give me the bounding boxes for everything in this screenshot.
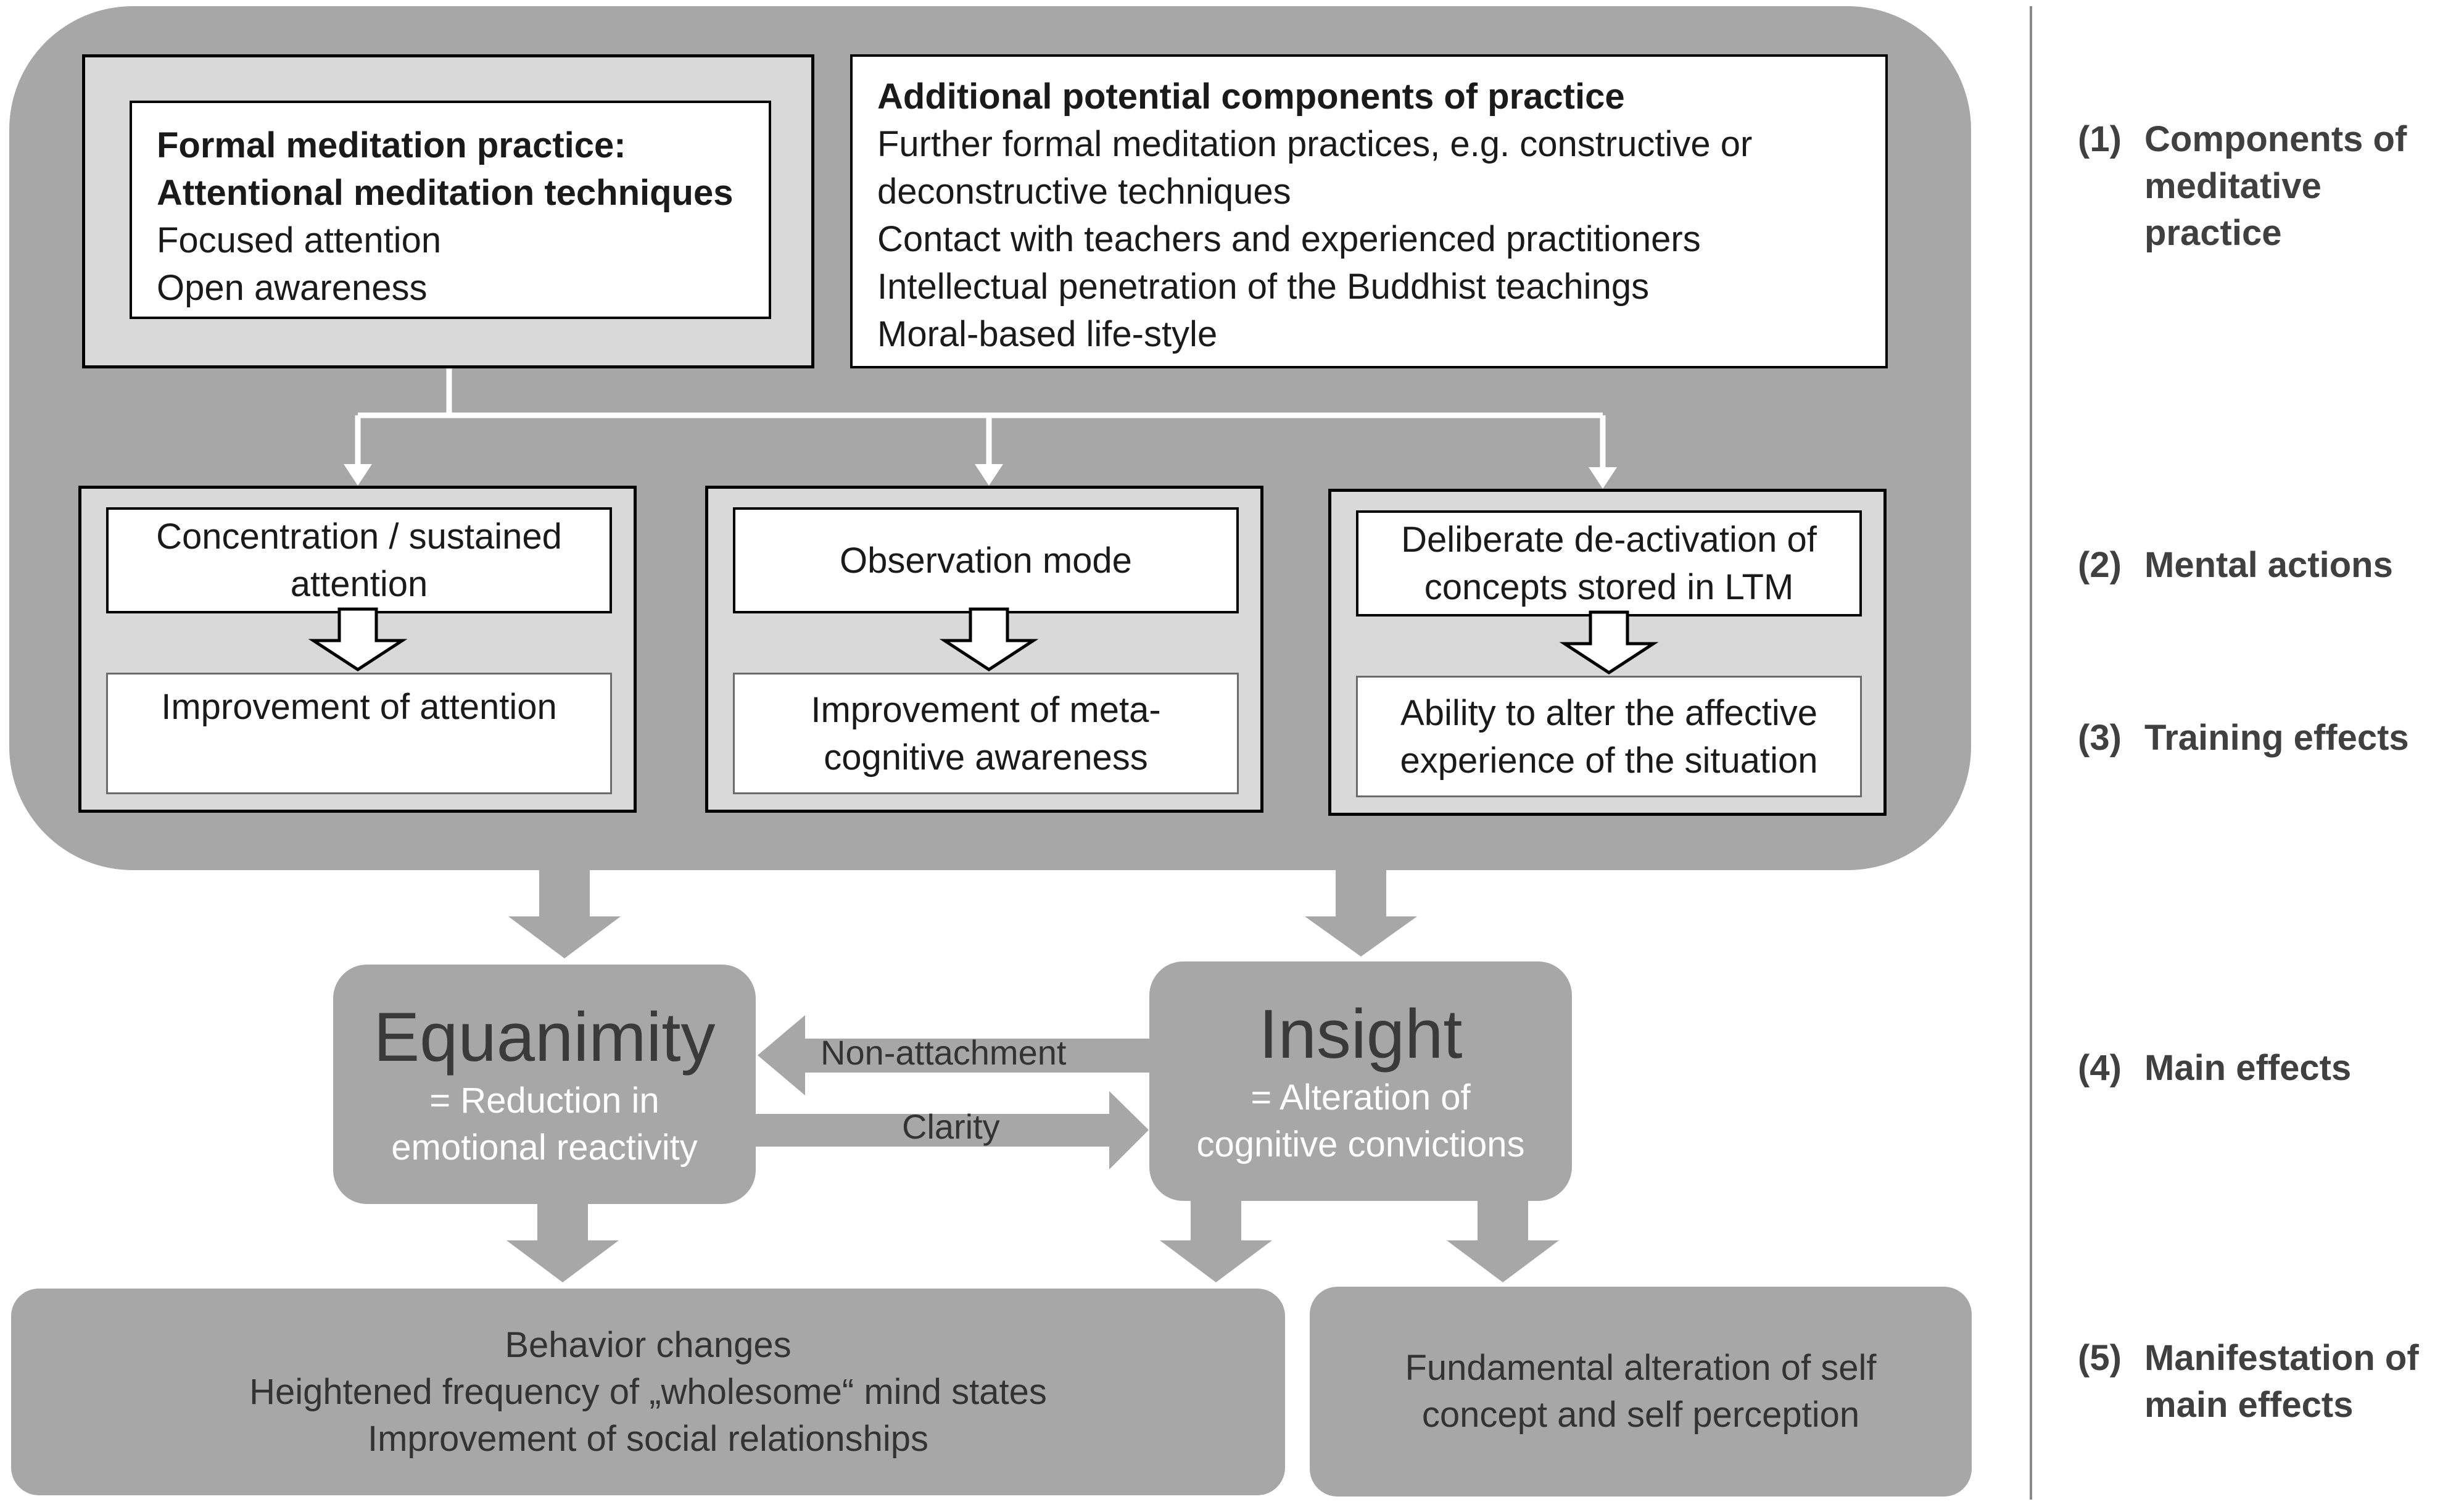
level-3-number: (3) [2078, 718, 2122, 758]
down-arrow-icon [1305, 869, 1417, 957]
non-attachment-label: Non-attachment [821, 1033, 1067, 1072]
mental-action-line: concepts stored in LTM [1424, 567, 1794, 607]
mental-action-line: Concentration / sustained [156, 517, 562, 557]
behavior-changes-box: Behavior changes Heightened frequency of… [11, 1289, 1285, 1495]
level-1-label: Components of meditative practice [2144, 116, 2464, 257]
mental-action-line: Observation mode [840, 540, 1132, 581]
training-effect-box: Improvement of meta- cognitive awareness [733, 673, 1239, 794]
down-arrow-icon [506, 1203, 619, 1282]
equanimity-box: Equanimity = Reduction in emotional reac… [333, 965, 756, 1204]
equanimity-subtitle-line2: emotional reactivity [391, 1127, 698, 1168]
clarity-label: Clarity [902, 1107, 1000, 1146]
level-5-label: Manifestation of main effects [2144, 1335, 2419, 1429]
down-arrow-icon [344, 464, 372, 486]
level-4-label: Main effects [2144, 1048, 2352, 1088]
insight-subtitle-line2: cognitive convictions [1196, 1124, 1525, 1164]
down-arrow-icon [1160, 1201, 1272, 1282]
formal-practice-title-line2: Attentional meditation techniques [157, 173, 734, 213]
training-effect-line: Improvement of meta- [811, 689, 1161, 730]
manifestation-line: Fundamental alteration of self [1405, 1348, 1877, 1388]
self-concept-box: Fundamental alteration of self concept a… [1310, 1287, 1972, 1497]
column-frame-observation: Observation mode Improvement of meta- co… [705, 486, 1263, 813]
formal-practice-item: Focused attention [157, 220, 442, 260]
level-5-number: (5) [2078, 1338, 2122, 1378]
level-2-number: (2) [2078, 545, 2122, 585]
clarity-arrow [756, 1091, 1149, 1169]
branch-connector [355, 368, 1606, 469]
training-effect-box: Ability to alter the affective experienc… [1356, 676, 1862, 797]
level-4-number: (4) [2078, 1048, 2122, 1088]
mental-action-box: Deliberate de-activation of concepts sto… [1356, 510, 1862, 616]
block-arrow-icon [939, 607, 1039, 671]
manifestation-line: Improvement of social relationships [367, 1418, 929, 1459]
manifestation-line: Behavior changes [505, 1324, 792, 1365]
level-label-line: Components of [2144, 119, 2407, 159]
mental-action-box: Concentration / sustained attention [106, 507, 612, 613]
levels-divider [2030, 6, 2032, 1500]
manifestation-line: Heightened frequency of „wholesome“ mind… [249, 1371, 1047, 1412]
equanimity-title: Equanimity [373, 998, 716, 1076]
non-attachment-arrow [758, 1015, 1149, 1095]
level-label-line: meditative practice [2144, 166, 2321, 253]
formal-practice-frame: Formal meditation practice: Attentional … [82, 54, 814, 368]
level-label-line: main effects [2144, 1385, 2354, 1425]
manifestation-line: concept and self perception [1421, 1395, 1860, 1435]
additional-component-item: deconstructive techniques [877, 172, 1291, 212]
level-label-line: Manifestation of [2144, 1338, 2419, 1378]
level-1-number: (1) [2078, 119, 2122, 159]
mental-action-box: Observation mode [733, 507, 1239, 613]
equanimity-subtitle-line1: = Reduction in [429, 1081, 659, 1121]
mental-action-line: Deliberate de-activation of [1401, 520, 1817, 560]
formal-practice-item: Open awareness [157, 268, 428, 308]
training-effect-line: experience of the situation [1400, 740, 1818, 781]
insight-subtitle-line1: = Alteration of [1251, 1077, 1471, 1118]
insight-box: Insight = Alteration of cognitive convic… [1149, 961, 1572, 1201]
training-effect-line: cognitive awareness [824, 737, 1148, 778]
block-arrow-icon [1559, 610, 1659, 675]
level-2-label: Mental actions [2144, 545, 2393, 585]
training-effect-box: Improvement of attention [106, 673, 612, 794]
formal-practice-title-line1: Formal meditation practice: [157, 125, 626, 165]
additional-component-item: Further formal meditation practices, e.g… [877, 124, 1753, 164]
block-arrow-icon [308, 607, 408, 671]
down-arrow-icon [508, 869, 621, 958]
column-frame-deactivation: Deliberate de-activation of concepts sto… [1328, 489, 1887, 816]
additional-components-box: Additional potential components of pract… [850, 54, 1888, 368]
down-arrow-icon [975, 464, 1003, 486]
mental-action-line: attention [290, 564, 428, 604]
down-arrow-icon [1589, 467, 1617, 489]
additional-component-item: Contact with teachers and experienced pr… [877, 219, 1701, 259]
level-3-label: Training effects [2144, 718, 2409, 758]
training-effect-line: Improvement of attention [161, 687, 557, 727]
additional-components-title: Additional potential components of pract… [877, 77, 1625, 117]
additional-component-item: Moral-based life-style [877, 314, 1218, 354]
down-arrow-icon [1447, 1201, 1559, 1282]
insight-title: Insight [1259, 995, 1463, 1073]
formal-practice-box: Formal meditation practice: Attentional … [130, 101, 771, 319]
training-effect-line: Ability to alter the affective [1400, 692, 1817, 733]
additional-component-item: Intellectual penetration of the Buddhist… [877, 267, 1650, 307]
